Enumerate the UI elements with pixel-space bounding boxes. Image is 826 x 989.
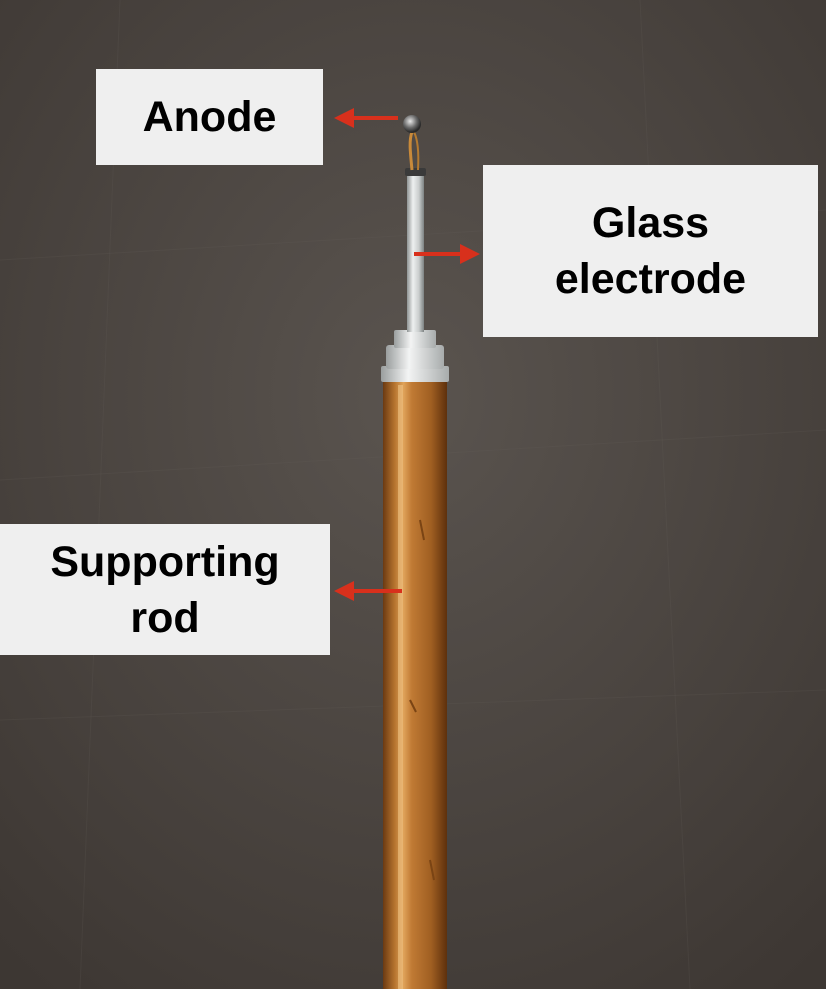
supporting-rod-label-line-2: rod <box>130 593 200 642</box>
supporting-rod-label-line-1: Supporting <box>50 537 280 586</box>
anode-label-text: Anode <box>142 93 277 141</box>
anode-tip <box>403 115 421 171</box>
arrow-glass-electrode <box>414 244 480 264</box>
anode-label: Anode <box>96 69 323 165</box>
electrode-cap <box>381 330 449 382</box>
glass-electrode-label-line-1: Glass <box>591 199 710 247</box>
supporting-rod <box>383 378 447 989</box>
glass-electrode-label: Glass electrode <box>483 165 818 337</box>
arrow-anode <box>334 108 398 128</box>
arrow-supporting-rod <box>334 581 402 601</box>
glass-electrode-tube <box>405 168 426 332</box>
supporting-rod-label: Supporting rod <box>0 524 330 655</box>
glass-electrode-label-line-2: electrode <box>554 255 747 303</box>
